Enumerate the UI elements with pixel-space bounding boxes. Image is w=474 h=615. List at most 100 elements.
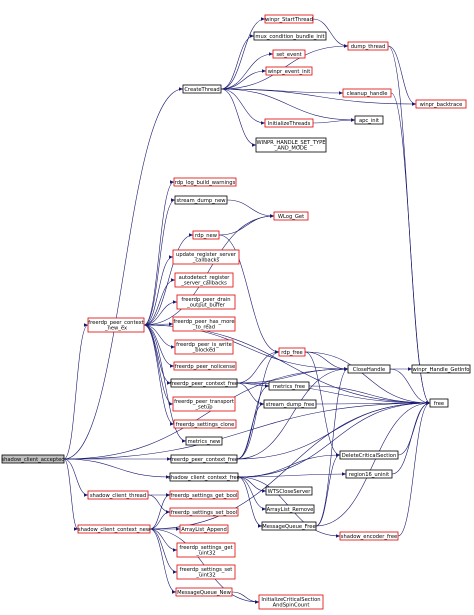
node-deletecriticalsection[interactable]: DeleteCriticalSection [339, 450, 399, 460]
node-arraylist-append[interactable]: ArrayList_Append [179, 524, 229, 534]
node-winpr-backtrace[interactable]: winpr_backtrace [415, 99, 467, 109]
node-stream-dump-new[interactable]: stream_dump_new [174, 195, 228, 205]
node-box [411, 364, 471, 374]
node-arraylist-remove[interactable]: ArrayList_Remove [265, 504, 315, 514]
node-shadow-client-context-new[interactable]: shadow_client_context_new [77, 524, 151, 534]
node-freerdp-settings-set-bool[interactable]: freerdp_settings_set_bool [169, 507, 239, 517]
node-freerdp-settings-clone[interactable]: freerdp_settings_clone [173, 419, 237, 429]
node-freerdp-peer-context-new-ex[interactable]: freerdp_peer_context_new_ex [87, 317, 145, 333]
arrowhead-icon [261, 17, 265, 21]
node-box [172, 316, 236, 332]
node-rdp-log-build-warnings[interactable]: rdp_log_build_warnings [173, 177, 237, 187]
node-rdp-new[interactable]: rdp_new [192, 230, 220, 240]
node-label: shadow_client_accepted [1, 457, 64, 463]
node-label: WINPR_HANDLE_SET_TYPE [256, 140, 325, 146]
node-freerdp-peer-has-more-to-read[interactable]: freerdp_peer_has_more_to_read [172, 316, 236, 332]
arrowhead-icon [342, 472, 346, 476]
node-shadow-encoder-free[interactable]: shadow_encoder_free [339, 531, 399, 541]
edge-freerdp-peer-context-new-ex-to-rdp-log-build-warnings [143, 180, 175, 326]
node-freerdp-peer-transport-setup[interactable]: freerdp_peer_transport_setup [172, 396, 236, 412]
edge-shadow-client-context-new-to-freerdp-settings-set-uint32 [149, 528, 178, 574]
node-label: shadow_client_context_new [78, 527, 151, 533]
edge-shadow-client-accepted-to-shadow-client-context-new [63, 458, 79, 531]
node-metrics-new[interactable]: metrics_new [185, 436, 223, 446]
edge-shadow-encoder-free-to-free [397, 401, 431, 537]
node-box [173, 177, 237, 187]
node-rdp-free[interactable]: rdp_free [278, 347, 306, 357]
node-box [174, 272, 234, 288]
node-set-event[interactable]: set_event [272, 49, 306, 59]
node-cleanup-handle[interactable]: cleanup_handle [342, 88, 392, 98]
node-label: freerdp_settings_set_bool [171, 510, 237, 516]
node-autodetect-register-server-callbacks[interactable]: autodetect_register_server_callbacks [174, 272, 234, 288]
node-box [1, 454, 65, 464]
node-freerdp-peer-context-free[interactable]: freerdp_peer_context_free [170, 454, 238, 464]
node-stream-dump-free[interactable]: stream_dump_free [263, 399, 317, 409]
node-winpr-handle-getinfo[interactable]: winpr_Handle_GetInfo [411, 364, 471, 374]
node-box [264, 118, 314, 128]
edge-closehandle-to-free [389, 368, 431, 405]
arrowhead-icon [173, 548, 177, 552]
node-label: _AND_MODE [274, 146, 307, 152]
edge-freerdp-peer-context-new-ex-to-stream-dump-new [143, 198, 176, 326]
edge-shadow-client-accepted-to-shadow-client-thread [63, 458, 89, 497]
node-apc-init[interactable]: apc_init [354, 115, 384, 125]
node-free[interactable]: free [429, 398, 449, 408]
node-dump-thread[interactable]: dump_thread [347, 41, 389, 51]
node-box [185, 436, 223, 446]
node-freerdp-peer-context-free[interactable]: freerdp_peer_context_free [170, 378, 238, 388]
edge-createthread-to-mux-condition-bundle-init [220, 34, 255, 90]
arrowhead-icon [171, 278, 175, 282]
node-shadow-client-thread[interactable]: shadow_client_thread [87, 490, 149, 500]
node-label: ArrayList_Append [181, 527, 227, 533]
node-wlog-get[interactable]: WLog_Get [273, 211, 309, 221]
node-messagequeue-free[interactable]: MessageQueue_Free [261, 521, 317, 531]
node-label: InitializeThreads [268, 121, 311, 127]
node-winpr-startthread[interactable]: winpr_StartThread [264, 14, 314, 24]
node-label: winpr_event_init [268, 69, 311, 75]
node-box [429, 398, 449, 408]
node-freerdp-settings-get-bool[interactable]: freerdp_settings_get_bool [169, 490, 239, 500]
edge-freerdp-peer-context-new-ex-to-update-register-server-callbacks [143, 255, 174, 326]
node-label: _server_callbacks [180, 281, 227, 287]
node-freerdp-settings-get-uint32[interactable]: freerdp_settings_get_uint32 [176, 542, 236, 558]
edge-region16-uninit-to-free [391, 401, 431, 475]
node-shadow-client-accepted[interactable]: shadow_client_accepted [1, 454, 65, 464]
node-label: mux_condition_bundle_init [255, 34, 324, 40]
node-label: autodetect_register [179, 275, 231, 281]
node-freerdp-peer-is-write-blocked[interactable]: freerdp_peer_is_write_blocked [174, 339, 234, 355]
node-box [278, 347, 306, 357]
arrowhead-icon [275, 350, 279, 354]
node-freerdp-peer-drain-output-buffer[interactable]: freerdp_peer_drain_output_buffer [176, 294, 236, 310]
node-label: shadow_client_context_free [168, 475, 240, 481]
node-wtscloseserver[interactable]: WTSCloseServer [265, 486, 313, 496]
arrowhead-icon [173, 570, 177, 574]
node-freerdp-settings-set-uint32[interactable]: freerdp_settings_set_uint32 [176, 564, 236, 580]
arrowhead-icon [255, 600, 259, 604]
node-metrics-free[interactable]: metrics_free [268, 381, 310, 391]
node-messagequeue-new[interactable]: MessageQueue_New [175, 587, 233, 597]
edge-messagequeue-new-to-initializecriticalsectionandspincount [231, 591, 260, 604]
node-mux-condition-bundle-init[interactable]: mux_condition_bundle_init [253, 31, 327, 41]
node-label: _blocked [192, 348, 216, 354]
node-closehandle[interactable]: CloseHandle [347, 364, 391, 374]
node-winpr-handle-set-type-and-mode[interactable]: WINPR_HANDLE_SET_TYPE_AND_MODE [255, 137, 327, 153]
edge-freerdp-peer-context-free-2-to-stream-dump-free [236, 402, 265, 460]
node-label: winpr_backtrace [420, 102, 463, 108]
node-region16-uninit[interactable]: region16_uninit [345, 469, 393, 479]
node-shadow-client-context-free[interactable]: shadow_client_context_free [168, 472, 240, 482]
arrowhead-icon [167, 457, 171, 461]
node-update-register-server-callbacks[interactable]: update_register_server_callbacks [172, 249, 240, 265]
node-box [339, 450, 399, 460]
edge-createthread-to-set-event [220, 52, 274, 90]
arrowhead-icon [344, 367, 348, 371]
node-box [192, 230, 220, 240]
node-winpr-event-init[interactable]: winpr_event_init [265, 66, 313, 76]
node-box [172, 396, 236, 412]
arrowhead-icon [336, 534, 340, 538]
node-freerdp-peer-nolicense[interactable]: freerdp_peer_nolicense [173, 361, 237, 371]
node-createthread[interactable]: CreateThread [182, 84, 222, 94]
node-initializethreads[interactable]: InitializeThreads [264, 118, 314, 128]
